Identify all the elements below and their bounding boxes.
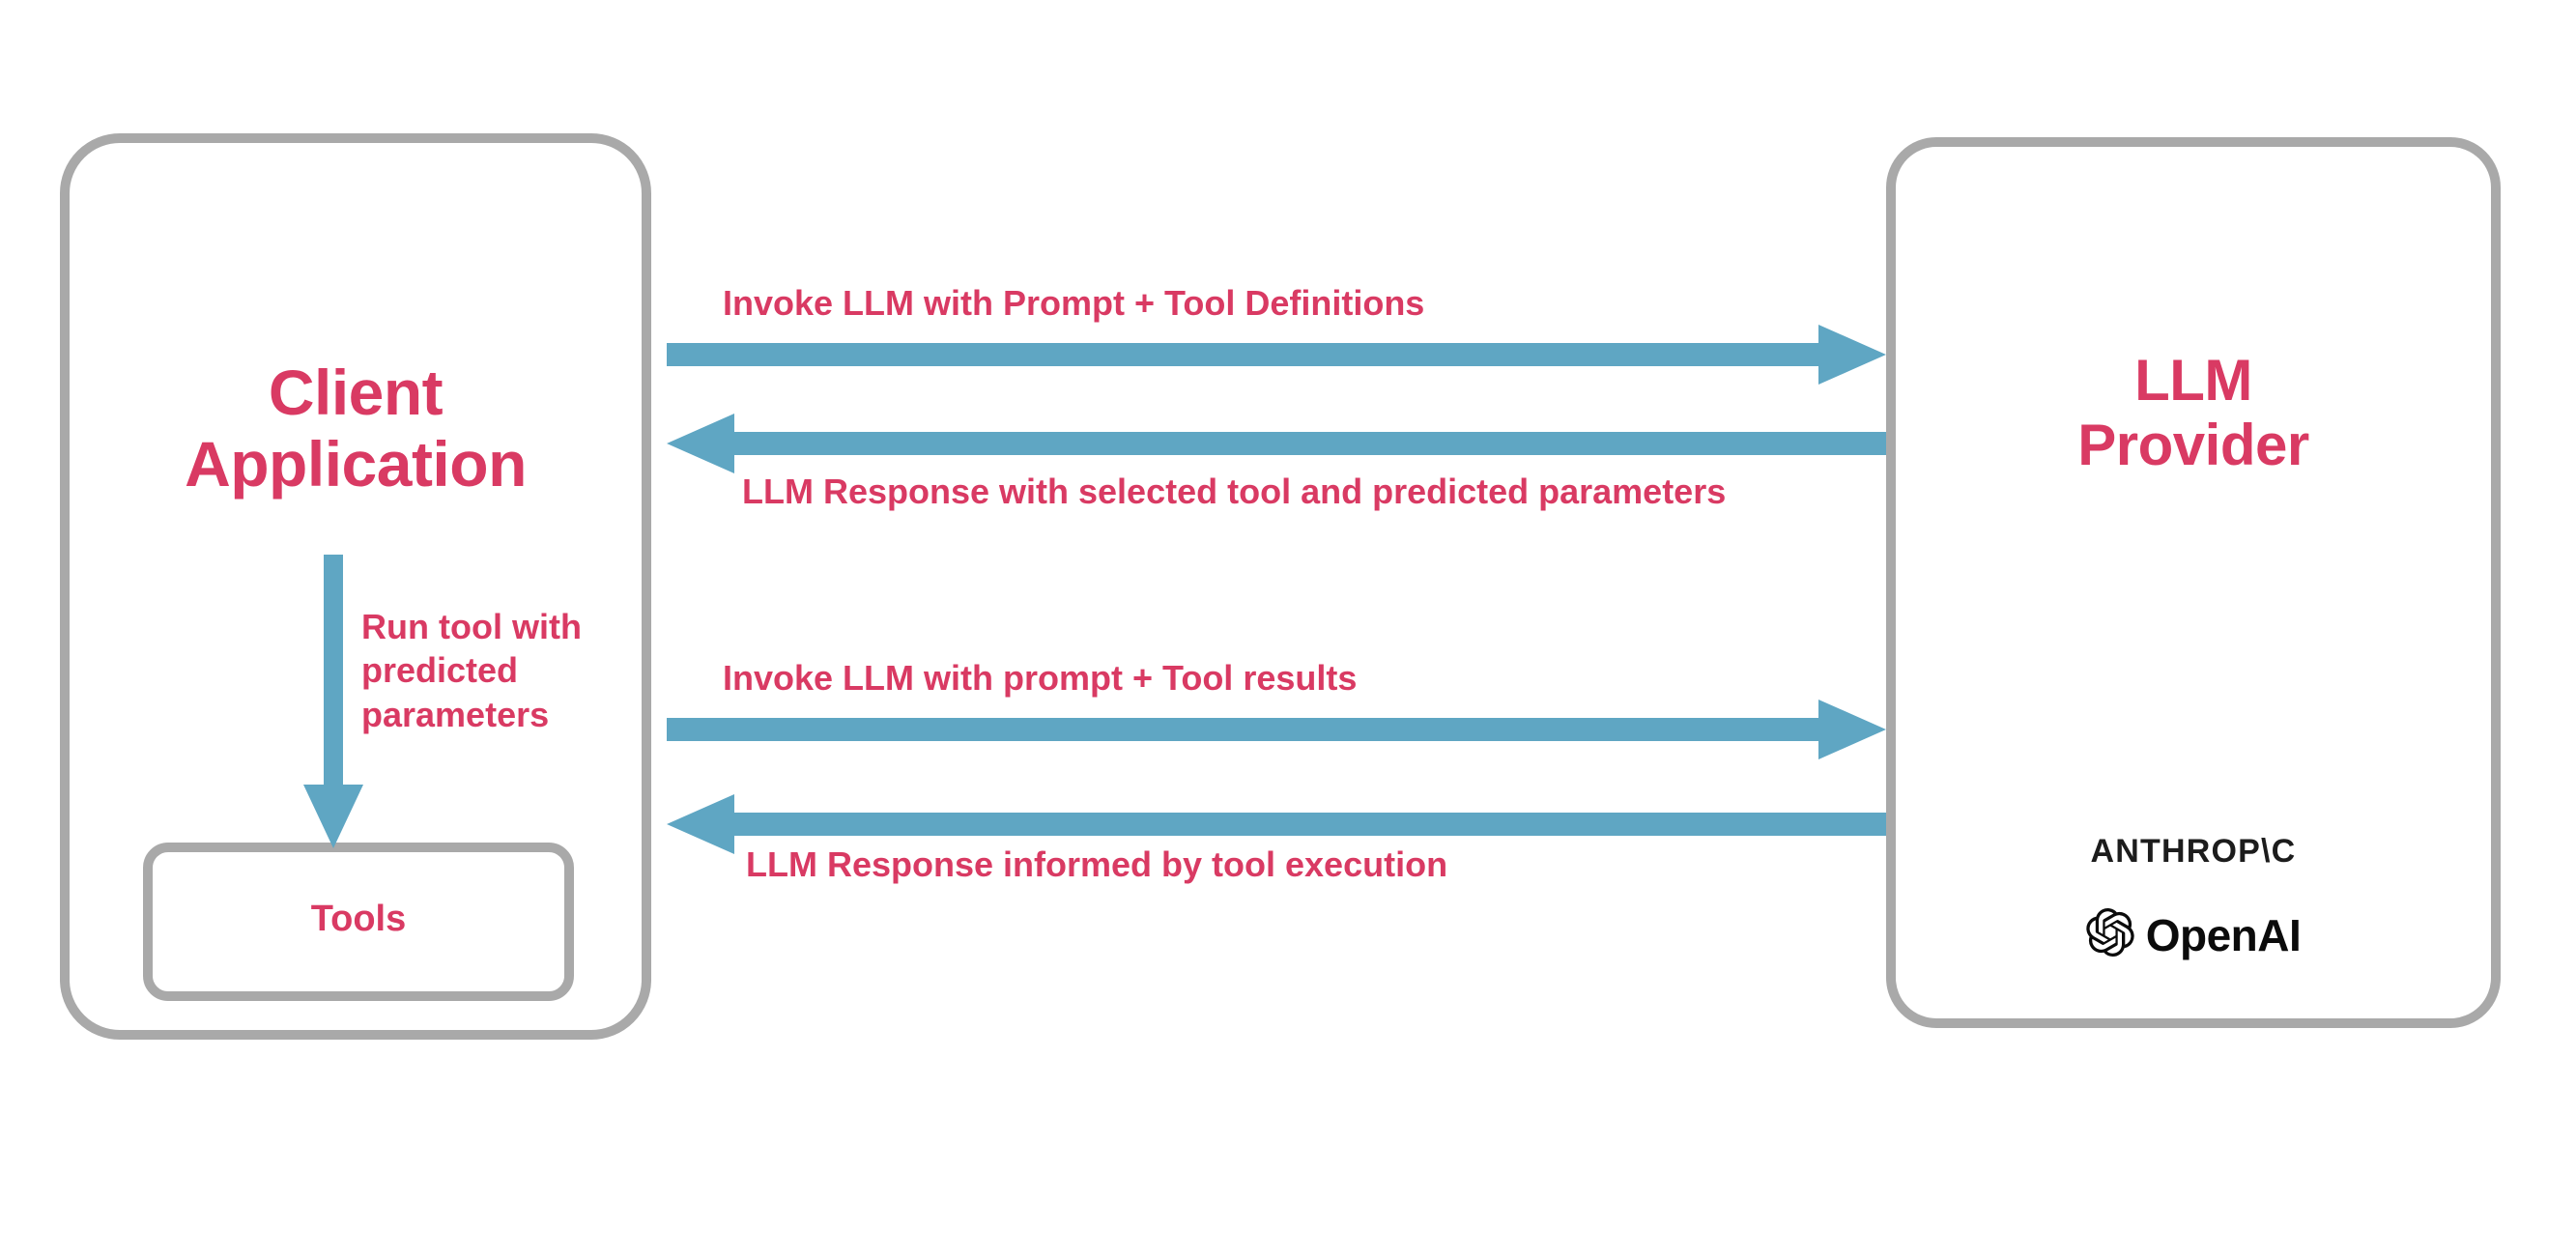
arrow-response-2 — [667, 794, 1886, 854]
anthropic-logo: ANTHROP\C — [2090, 833, 2297, 870]
arrow-label-run-tool: Run tool with predicted parameters — [361, 607, 582, 734]
arrow-label-invoke-1: Invoke LLM with Prompt + Tool Definition… — [723, 283, 1425, 323]
llm-provider-title: LLM Provider — [2077, 348, 2309, 478]
openai-logo: OpenAI — [1886, 908, 2501, 961]
client-application-title: Client Application — [185, 357, 527, 500]
openai-mark-icon — [2086, 908, 2134, 961]
tools-node — [143, 843, 574, 1001]
tools-label: Tools — [310, 899, 407, 939]
arrow-invoke-2 — [667, 700, 1886, 759]
llm-provider-node — [1886, 137, 2501, 1028]
arrow-response-1 — [667, 414, 1886, 473]
arrow-run-tool — [303, 555, 363, 848]
arrow-label-invoke-2: Invoke LLM with prompt + Tool results — [723, 658, 1358, 698]
arrow-invoke-1 — [667, 325, 1886, 385]
arrow-label-response-1: LLM Response with selected tool and pred… — [742, 472, 1727, 511]
openai-wordmark: OpenAI — [2145, 909, 2302, 960]
arrow-label-response-2: LLM Response informed by tool execution — [746, 844, 1448, 884]
